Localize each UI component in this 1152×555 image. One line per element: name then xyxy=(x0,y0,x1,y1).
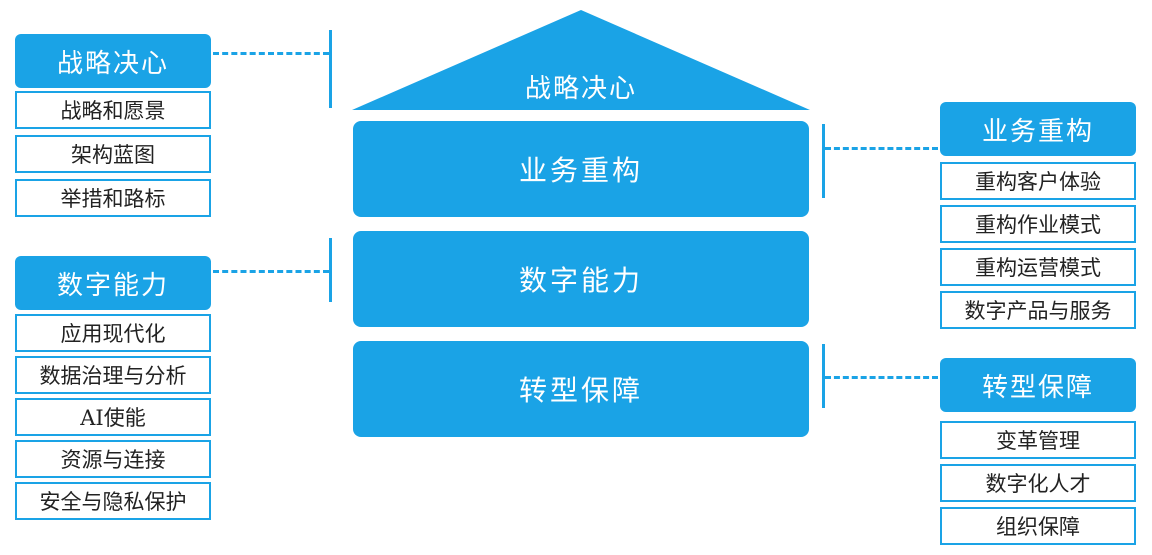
business-item: 重构运营模式 xyxy=(940,248,1136,286)
strategy-item: 战略和愿景 xyxy=(15,91,211,129)
connector-digital-dash xyxy=(213,270,329,273)
floor-business: 业务重构 xyxy=(353,121,809,217)
connector-transform-bar xyxy=(822,344,825,408)
transform-item: 变革管理 xyxy=(940,421,1136,459)
roof-label: 战略决心 xyxy=(524,73,637,104)
transform-header: 转型保障 xyxy=(940,358,1136,412)
digital-item: 应用现代化 xyxy=(15,314,211,352)
digital-item: AI使能 xyxy=(15,398,211,436)
floor-digital: 数字能力 xyxy=(353,231,809,327)
business-header: 业务重构 xyxy=(940,102,1136,156)
transform-item: 数字化人才 xyxy=(940,464,1136,502)
connector-business-dash xyxy=(825,147,938,150)
connector-transform-dash xyxy=(825,376,938,379)
connector-strategy-bar xyxy=(329,30,332,108)
business-item: 数字产品与服务 xyxy=(940,291,1136,329)
strategy-header: 战略决心 xyxy=(15,34,211,88)
digital-item: 安全与隐私保护 xyxy=(15,482,211,520)
digital-item: 数据治理与分析 xyxy=(15,356,211,394)
transform-item: 组织保障 xyxy=(940,507,1136,545)
digital-item: 资源与连接 xyxy=(15,440,211,478)
strategy-item: 架构蓝图 xyxy=(15,135,211,173)
floor-transform: 转型保障 xyxy=(353,341,809,437)
connector-business-bar xyxy=(822,124,825,198)
roof-shape xyxy=(352,10,810,110)
business-item: 重构客户体验 xyxy=(940,162,1136,200)
connector-strategy-dash xyxy=(213,52,329,55)
digital-header: 数字能力 xyxy=(15,256,211,310)
connector-digital-bar xyxy=(329,238,332,302)
business-item: 重构作业模式 xyxy=(940,205,1136,243)
strategy-item: 举措和路标 xyxy=(15,179,211,217)
